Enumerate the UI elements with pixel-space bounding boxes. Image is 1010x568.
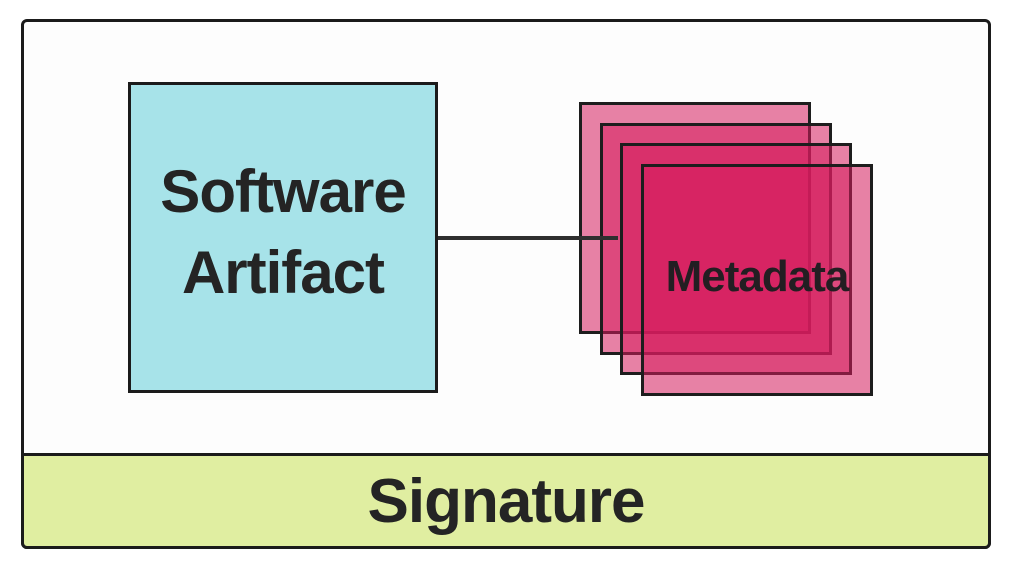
metadata-label: Metadata bbox=[665, 252, 850, 301]
metadata-stack: Metadata bbox=[579, 102, 873, 396]
software-artifact-label-line1: Software bbox=[160, 157, 406, 225]
signature-label: Signature bbox=[367, 466, 646, 536]
software-artifact-box: Software Artifact bbox=[128, 82, 438, 393]
metadata-layer-4: Metadata bbox=[641, 164, 873, 396]
software-artifact-label-line2: Artifact bbox=[181, 238, 385, 306]
software-artifact-label: Software Artifact bbox=[160, 151, 406, 313]
connector-line bbox=[438, 236, 618, 240]
signature-band: Signature bbox=[21, 453, 991, 549]
